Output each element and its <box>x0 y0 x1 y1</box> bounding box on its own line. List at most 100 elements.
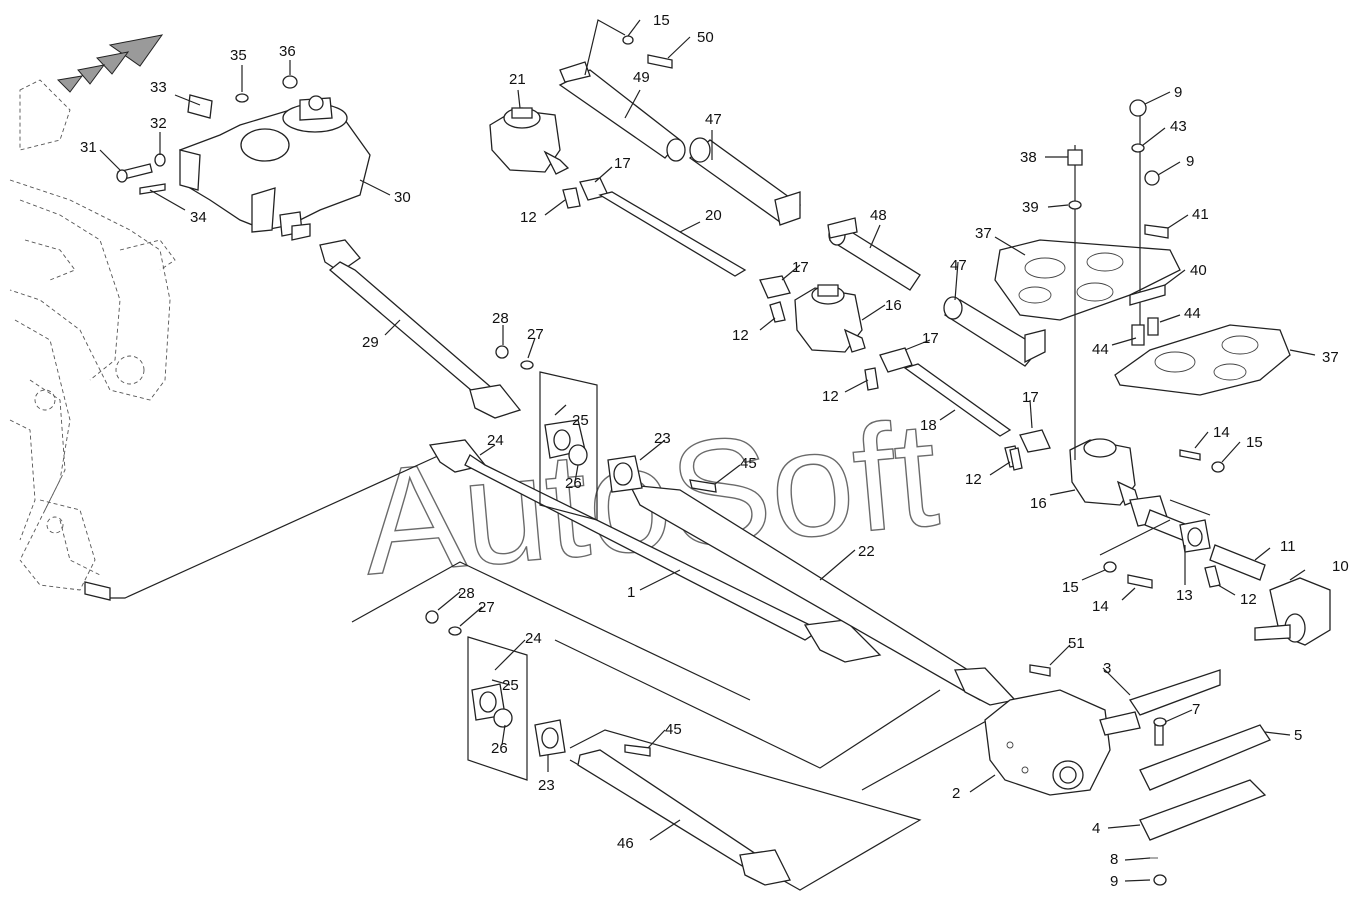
cover-4 <box>1139 779 1267 841</box>
gearbox-16-upper <box>794 284 866 353</box>
callout-label: 1 <box>627 584 635 601</box>
callout-label: 17 <box>792 259 809 276</box>
cover-3 <box>1128 669 1221 716</box>
shield-37-upper <box>994 239 1181 321</box>
callout-label: 27 <box>527 326 544 343</box>
callout-label: 17 <box>614 155 631 172</box>
callout-label: 25 <box>502 677 519 694</box>
callout-label: 32 <box>150 115 167 132</box>
callout-label: 44 <box>1092 341 1109 358</box>
callout-label: 15 <box>653 12 670 29</box>
callout-label: 17 <box>1022 389 1039 406</box>
callout-label: 16 <box>885 297 902 314</box>
callout-label: 24 <box>525 630 542 647</box>
machine-frame <box>9 79 176 591</box>
callout-label: 27 <box>478 599 495 616</box>
tube-47-lower <box>943 296 1046 367</box>
callout-label: 12 <box>520 209 537 226</box>
drive-shaft-29 <box>319 239 522 419</box>
callout-label: 23 <box>654 430 671 447</box>
callout-label: 31 <box>80 139 97 156</box>
callout-label: 25 <box>572 412 589 429</box>
callout-label: 47 <box>705 111 722 128</box>
callout-label: 36 <box>279 43 296 60</box>
drive-shaft-20 <box>562 177 791 323</box>
callout-label: 15 <box>1246 434 1263 451</box>
callout-label: 17 <box>922 330 939 347</box>
callout-label: 14 <box>1213 424 1230 441</box>
callout-label: 38 <box>1020 149 1037 166</box>
callout-label: 43 <box>1170 118 1187 135</box>
shaft-11 <box>1204 544 1266 588</box>
flange-set-lower <box>425 610 651 757</box>
callout-label: 9 <box>1110 873 1118 890</box>
callout-label: 21 <box>509 71 526 88</box>
callout-label: 48 <box>870 207 887 224</box>
callout-label: 16 <box>1030 495 1047 512</box>
hardware-shields <box>1067 99 1169 460</box>
tube-48 <box>827 217 921 291</box>
callout-label: 20 <box>705 207 722 224</box>
gearbox-16-lower <box>1069 438 1139 506</box>
callout-label: 47 <box>950 257 967 274</box>
callout-label: 28 <box>458 585 475 602</box>
callout-label: 41 <box>1192 206 1209 223</box>
hardware-gearbox-30 <box>116 75 298 195</box>
callout-label: 9 <box>1186 153 1194 170</box>
callout-label: 44 <box>1184 305 1201 322</box>
callout-label: 26 <box>565 475 582 492</box>
callout-label: 50 <box>697 29 714 46</box>
callout-label: 23 <box>538 777 555 794</box>
pins-12 <box>1009 447 1023 471</box>
callout-label: 45 <box>740 455 757 472</box>
tube-49 <box>558 19 686 162</box>
callout-label: 37 <box>1322 349 1339 366</box>
gearbox-10 <box>1254 577 1331 646</box>
hardware-covers <box>1150 717 1167 886</box>
tube-47-upper <box>688 137 802 226</box>
callout-label: 2 <box>952 785 960 802</box>
callout-label: 14 <box>1092 598 1109 615</box>
drive-shaft-46 <box>577 749 791 886</box>
callout-label: 12 <box>1240 591 1257 608</box>
flange-13-assembly <box>1099 449 1225 589</box>
callout-label: 10 <box>1332 558 1349 575</box>
direction-arrow-icon <box>56 34 164 93</box>
group-outline-upper <box>351 371 941 769</box>
callout-label: 15 <box>1062 579 1079 596</box>
callout-label: 12 <box>965 471 982 488</box>
callout-label: 40 <box>1190 262 1207 279</box>
callout-label: 37 <box>975 225 992 242</box>
cover-5 <box>1139 724 1271 791</box>
callout-label: 26 <box>491 740 508 757</box>
callout-label: 30 <box>394 189 411 206</box>
callout-label: 34 <box>190 209 207 226</box>
gearbox-21 <box>489 107 570 175</box>
callout-label: 12 <box>732 327 749 344</box>
callout-label: 24 <box>487 432 504 449</box>
drive-tube-1 <box>428 439 882 663</box>
callout-label: 22 <box>858 543 875 560</box>
callout-labels: 15 50 49 21 47 17 12 20 35 36 33 32 31 3… <box>80 12 1349 890</box>
callout-label: 13 <box>1176 587 1193 604</box>
gearbox-30 <box>179 95 371 241</box>
callout-label: 35 <box>230 47 247 64</box>
callout-label: 39 <box>1022 199 1039 216</box>
callout-label: 29 <box>362 334 379 351</box>
callout-label: 8 <box>1110 851 1118 868</box>
leader-lines <box>99 19 1316 882</box>
callout-label: 11 <box>1280 538 1296 555</box>
callout-label: 46 <box>617 835 634 852</box>
frame-output-shaft <box>84 454 441 601</box>
callout-label: 33 <box>150 79 167 96</box>
callout-label: 18 <box>920 417 937 434</box>
callout-label: 28 <box>492 310 509 327</box>
callout-label: 4 <box>1092 820 1100 837</box>
callout-label: 51 <box>1068 635 1085 652</box>
callout-label: 3 <box>1103 660 1111 677</box>
callout-label: 45 <box>665 721 682 738</box>
callout-label: 49 <box>633 69 650 86</box>
callout-label: 9 <box>1174 84 1182 101</box>
shield-37-lower <box>1114 324 1291 396</box>
